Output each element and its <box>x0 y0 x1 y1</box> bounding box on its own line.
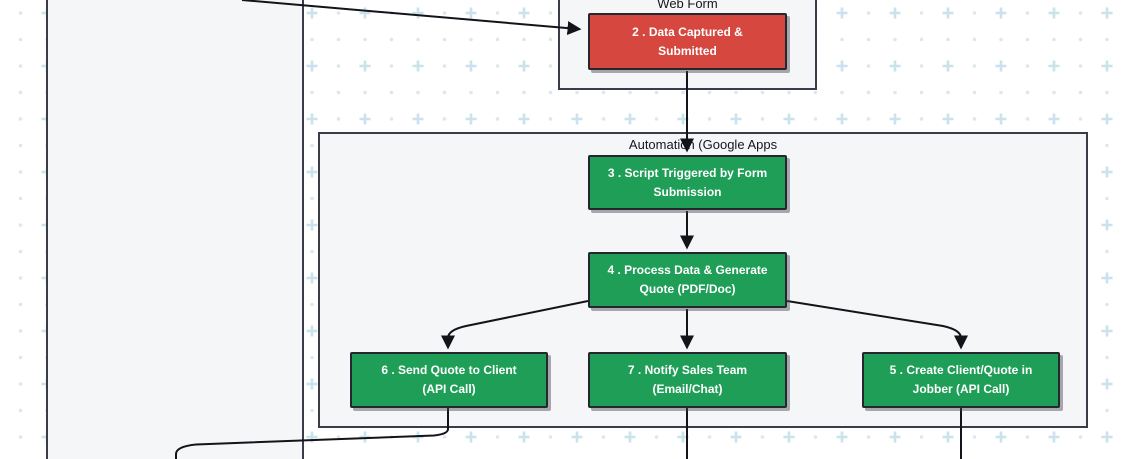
node-notify-sales[interactable]: 7 . Notify Sales Team (Email/Chat) <box>588 352 787 408</box>
node-label-line: Jobber (API Call) <box>912 382 1010 396</box>
node-label-line: 3 . Script Triggered by Form <box>607 165 768 180</box>
node-label-line: Submission <box>653 184 722 199</box>
node-label-line: 2 . Data Captured & <box>632 24 743 39</box>
container-left-panel[interactable] <box>46 0 304 459</box>
edge-node4-to-node5[interactable] <box>786 300 968 350</box>
node-process-data[interactable]: 4 . Process Data & Generate Quote (PDF/D… <box>588 252 787 308</box>
node-script-triggered[interactable]: 3 . Script Triggered by Form Submission <box>588 155 787 210</box>
node-label-line: (API Call) <box>422 382 476 396</box>
node-label-line: (Email/Chat) <box>652 382 723 396</box>
container-automation-label: Automation (Google Apps <box>628 137 778 152</box>
node-label-line: Quote (PDF/Doc) <box>639 282 736 296</box>
edge-node4-to-node6[interactable] <box>441 300 589 350</box>
edge-offscreen-to-node2[interactable] <box>241 0 582 36</box>
node-label-line: 6 . Send Quote to Client <box>381 363 517 377</box>
node-send-quote[interactable]: 6 . Send Quote to Client (API Call) <box>350 352 548 408</box>
node-label-line: 4 . Process Data & Generate <box>607 263 768 277</box>
node-label-line: Submitted <box>658 43 717 58</box>
node-create-client[interactable]: 5 . Create Client/Quote in Jobber (API C… <box>862 352 1060 408</box>
node-label-line: 7 . Notify Sales Team <box>627 363 748 377</box>
edge-node6-to-offscreen[interactable] <box>175 408 449 459</box>
node-label-line: 5 . Create Client/Quote in <box>889 363 1033 377</box>
container-web-form-label: Web Form <box>657 0 718 11</box>
node-data-captured[interactable]: 2 . Data Captured & Submitted <box>588 13 787 70</box>
